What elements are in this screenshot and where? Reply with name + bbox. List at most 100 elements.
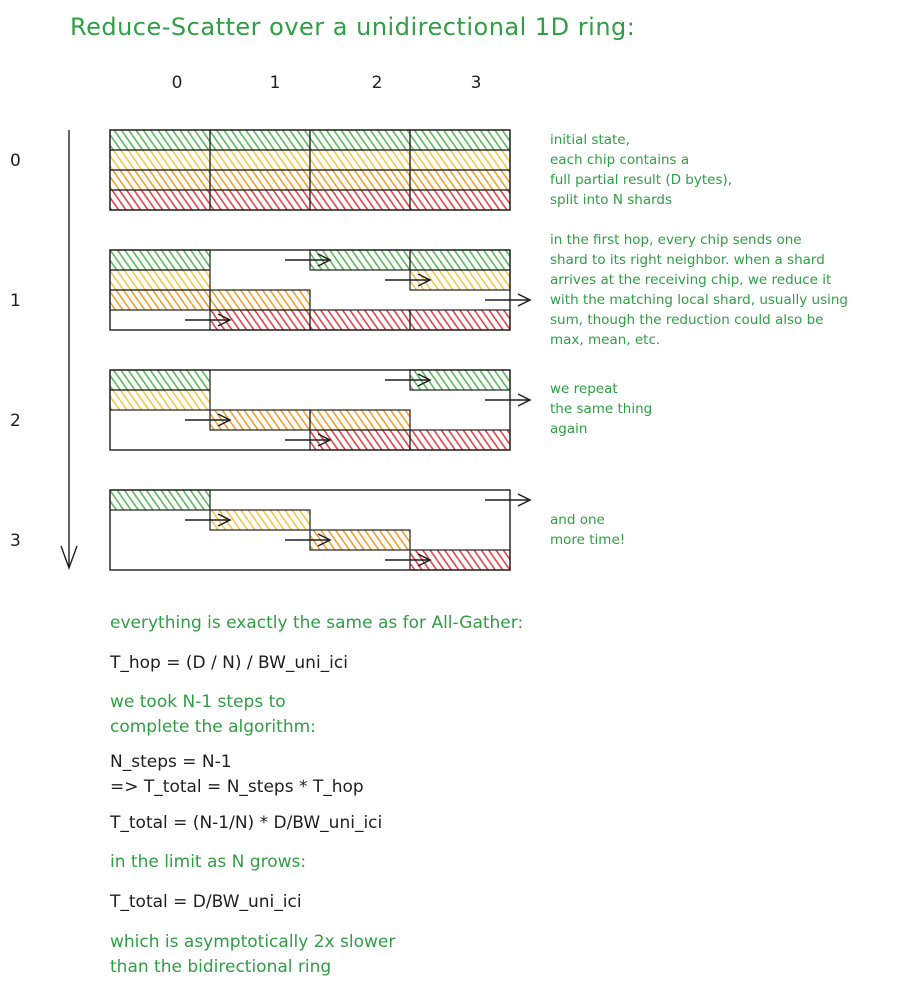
chip-frame (109, 249, 511, 331)
shard-cell (110, 490, 210, 510)
shard-cell (210, 290, 310, 310)
transfer-arrowhead (317, 253, 332, 267)
note-line: more time! (550, 532, 625, 548)
chip-frame (109, 129, 511, 211)
shard-cell (210, 310, 310, 330)
transfer-arrowhead (517, 293, 532, 307)
formula-line: T_hop = (D / N) / BW_uni_ici (109, 653, 348, 673)
shard-cell (310, 190, 410, 210)
note-line: and one (550, 512, 605, 528)
analysis-line: than the bidirectional ring (110, 957, 331, 977)
shard-cell (110, 390, 210, 410)
note-line: sum, though the reduction could also be (550, 312, 823, 328)
step-note-2: we repeat the same thing again (550, 381, 652, 437)
step-grid-2 (109, 369, 532, 451)
step-label-1: 1 (10, 291, 21, 311)
shard-cell (310, 250, 410, 270)
shard-cell (410, 250, 510, 270)
column-label-2: 2 (372, 73, 383, 93)
step-label-0: 0 (10, 151, 21, 171)
note-line: shard to its right neighbor. when a shar… (550, 252, 825, 268)
formula-line: T_total = D/BW_uni_ici (109, 892, 302, 912)
note-line: full partial result (D bytes), (550, 172, 732, 188)
note-line: max, mean, etc. (550, 332, 660, 348)
column-label-1: 1 (270, 73, 281, 93)
transfer-arrowhead (217, 313, 232, 327)
shard-cell (310, 310, 410, 330)
note-line: again (550, 421, 587, 437)
shard-cell (310, 410, 410, 430)
shard-cell (110, 150, 210, 170)
note-line: initial state, (550, 132, 630, 148)
shard-cell (410, 270, 510, 290)
transfer-arrowhead (217, 513, 232, 527)
shard-cell (210, 190, 310, 210)
formula-line: N_steps = N-1 (110, 752, 232, 772)
step-grid-0 (109, 129, 511, 211)
step-grid-1 (109, 249, 532, 331)
note-line: we repeat (550, 381, 618, 397)
note-line: the same thing (550, 401, 652, 417)
step-note-0: initial state, each chip contains a full… (550, 132, 732, 208)
shard-cell (110, 270, 210, 290)
shard-cell (310, 430, 410, 450)
transfer-arrowhead (417, 273, 432, 287)
formula-line: => T_total = N_steps * T_hop (110, 777, 364, 797)
shard-cell (410, 550, 510, 570)
shard-cell (410, 150, 510, 170)
step-note-1: in the first hop, every chip sends one s… (550, 232, 848, 348)
diagram-title: Reduce-Scatter over a unidirectional 1D … (70, 13, 635, 41)
note-line: in the first hop, every chip sends one (550, 232, 802, 248)
step-label-2: 2 (10, 411, 21, 431)
shard-cell (310, 130, 410, 150)
transfer-arrowhead (517, 493, 532, 507)
shard-cell (110, 130, 210, 150)
shard-cell (410, 190, 510, 210)
column-label-3: 3 (471, 73, 482, 93)
analysis-line: in the limit as N grows: (110, 852, 306, 872)
column-labels: 0 1 2 3 (172, 73, 482, 93)
time-axis-arrowhead (60, 545, 78, 571)
note-line: split into N shards (550, 192, 672, 208)
analysis-line: everything is exactly the same as for Al… (110, 613, 523, 633)
shard-cell (310, 170, 410, 190)
shard-cell (310, 530, 410, 550)
transfer-arrowhead (317, 533, 332, 547)
shard-cell (110, 190, 210, 210)
shard-cell (410, 310, 510, 330)
shard-cell (110, 370, 210, 390)
step-grid-3 (109, 489, 532, 571)
shard-cell (110, 250, 210, 270)
shard-cell (410, 430, 510, 450)
analysis-line: we took N-1 steps to (110, 692, 286, 712)
shard-cell (410, 170, 510, 190)
shard-cell (410, 370, 510, 390)
transfer-arrowhead (417, 373, 432, 387)
transfer-arrowhead (317, 433, 332, 447)
note-line: each chip contains a (550, 152, 689, 168)
chip-frame (109, 489, 511, 571)
transfer-arrowhead (417, 553, 432, 567)
note-line: arrives at the receiving chip, we reduce… (550, 272, 831, 288)
analysis-line: complete the algorithm: (110, 717, 316, 737)
shard-cell (410, 130, 510, 150)
shard-cell (210, 410, 310, 430)
shard-cell (110, 290, 210, 310)
shard-cell (210, 130, 310, 150)
shard-cell (210, 510, 310, 530)
transfer-arrowhead (217, 413, 232, 427)
note-line: with the matching local shard, usually u… (550, 292, 848, 308)
transfer-arrowhead (517, 393, 532, 407)
column-label-0: 0 (172, 73, 183, 93)
analysis-text: everything is exactly the same as for Al… (109, 613, 523, 977)
shard-cell (210, 150, 310, 170)
chip-frame (109, 369, 511, 451)
shard-cell (210, 170, 310, 190)
step-label-3: 3 (10, 531, 21, 551)
shard-cell (310, 150, 410, 170)
step-note-3: and one more time! (550, 512, 625, 548)
time-axis (60, 130, 78, 571)
shard-cell (110, 170, 210, 190)
analysis-line: which is asymptotically 2x slower (110, 932, 395, 952)
